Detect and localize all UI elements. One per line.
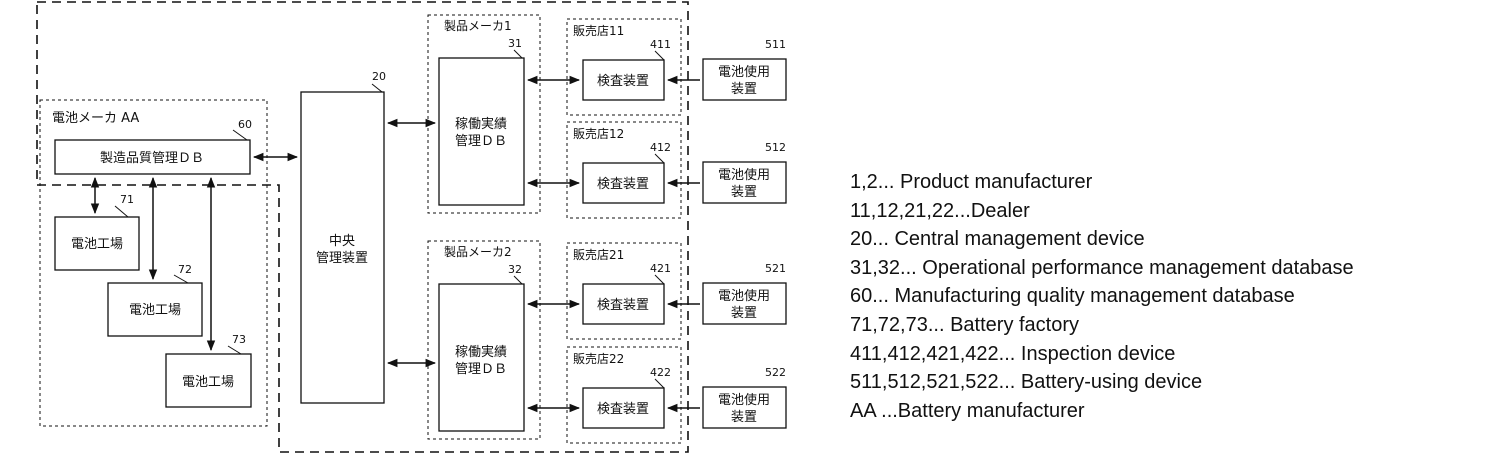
legend: 1,2... Product manufacturer 11,12,21,22.… bbox=[850, 168, 1354, 425]
inspect-422-leader bbox=[655, 379, 664, 388]
central-ref: 20 bbox=[372, 70, 386, 83]
inspect-412-label: 検査装置 bbox=[597, 177, 649, 192]
product-maker-1-leader bbox=[514, 50, 522, 58]
inspect-422-ref: 422 bbox=[650, 366, 671, 379]
inspect-421-ref: 421 bbox=[650, 262, 671, 275]
factory-72-label: 電池工場 bbox=[129, 303, 181, 318]
dealer-22-label: 販売店22 bbox=[573, 351, 624, 366]
central-leader bbox=[372, 84, 382, 92]
device-522-line1: 電池使用 bbox=[718, 392, 770, 408]
factory-73-label: 電池工場 bbox=[182, 375, 234, 390]
central-label-line2: 管理装置 bbox=[316, 251, 368, 266]
device-512-line1: 電池使用 bbox=[718, 167, 770, 183]
central-label-line1: 中央 bbox=[329, 234, 355, 249]
perf-db-1-line2: 管理ＤＢ bbox=[455, 134, 507, 149]
device-521-ref: 521 bbox=[765, 262, 786, 275]
device-512-line2: 装置 bbox=[731, 185, 757, 200]
inspect-421-leader bbox=[655, 275, 664, 284]
perf-db-1-line1: 稼働実績 bbox=[455, 116, 507, 132]
perf-db-2-line2: 管理ＤＢ bbox=[455, 362, 507, 377]
product-maker-2-label: 製品メーカ2 bbox=[444, 245, 512, 259]
inspect-412-leader bbox=[655, 154, 664, 163]
device-511-ref: 511 bbox=[765, 38, 786, 51]
system-diagram: 電池メーカ AA 60 製造品質管理ＤＢ 電池工場 71 電池工場 72 電池工… bbox=[0, 0, 840, 461]
factory-73-leader bbox=[228, 346, 241, 354]
factory-71-ref: 71 bbox=[120, 193, 134, 206]
inspect-412-ref: 412 bbox=[650, 141, 671, 154]
inspect-411-leader bbox=[655, 51, 664, 60]
legend-item: 511,512,521,522... Battery-using device bbox=[850, 368, 1354, 397]
battery-maker-label: 電池メーカ AA bbox=[52, 111, 139, 126]
product-maker-2-ref: 32 bbox=[508, 263, 522, 276]
inspect-411-label: 検査装置 bbox=[597, 74, 649, 89]
product-maker-2-leader bbox=[514, 276, 522, 284]
legend-item: 11,12,21,22...Dealer bbox=[850, 197, 1354, 226]
product-maker-1-label: 製品メーカ1 bbox=[444, 19, 512, 33]
device-522-ref: 522 bbox=[765, 366, 786, 379]
inspect-422-label: 検査装置 bbox=[597, 402, 649, 417]
quality-db-label: 製造品質管理ＤＢ bbox=[100, 151, 204, 166]
legend-item: 60... Manufacturing quality management d… bbox=[850, 282, 1354, 311]
factory-72-ref: 72 bbox=[178, 263, 192, 276]
device-521-line1: 電池使用 bbox=[718, 288, 770, 304]
legend-item: 31,32... Operational performance managem… bbox=[850, 254, 1354, 283]
quality-db-ref: 60 bbox=[238, 118, 252, 131]
quality-db-leader bbox=[233, 130, 247, 140]
device-512-ref: 512 bbox=[765, 141, 786, 154]
device-522-line2: 装置 bbox=[731, 410, 757, 425]
factory-71-leader bbox=[115, 206, 128, 217]
perf-db-2-line1: 稼働実績 bbox=[455, 344, 507, 360]
dealer-21-label: 販売店21 bbox=[573, 247, 624, 262]
legend-item: AA ...Battery manufacturer bbox=[850, 397, 1354, 426]
factory-73-ref: 73 bbox=[232, 333, 246, 346]
inspect-421-label: 検査装置 bbox=[597, 298, 649, 313]
dealer-11-label: 販売店11 bbox=[573, 23, 624, 38]
device-511-line1: 電池使用 bbox=[718, 64, 770, 80]
device-521-line2: 装置 bbox=[731, 306, 757, 321]
inspect-411-ref: 411 bbox=[650, 38, 671, 51]
legend-item: 1,2... Product manufacturer bbox=[850, 168, 1354, 197]
legend-item: 411,412,421,422... Inspection device bbox=[850, 340, 1354, 369]
factory-72-leader bbox=[174, 275, 188, 283]
dealer-12-label: 販売店12 bbox=[573, 126, 624, 141]
legend-item: 71,72,73... Battery factory bbox=[850, 311, 1354, 340]
product-maker-1-ref: 31 bbox=[508, 37, 522, 50]
legend-item: 20... Central management device bbox=[850, 225, 1354, 254]
factory-71-label: 電池工場 bbox=[71, 237, 123, 252]
device-511-line2: 装置 bbox=[731, 82, 757, 97]
